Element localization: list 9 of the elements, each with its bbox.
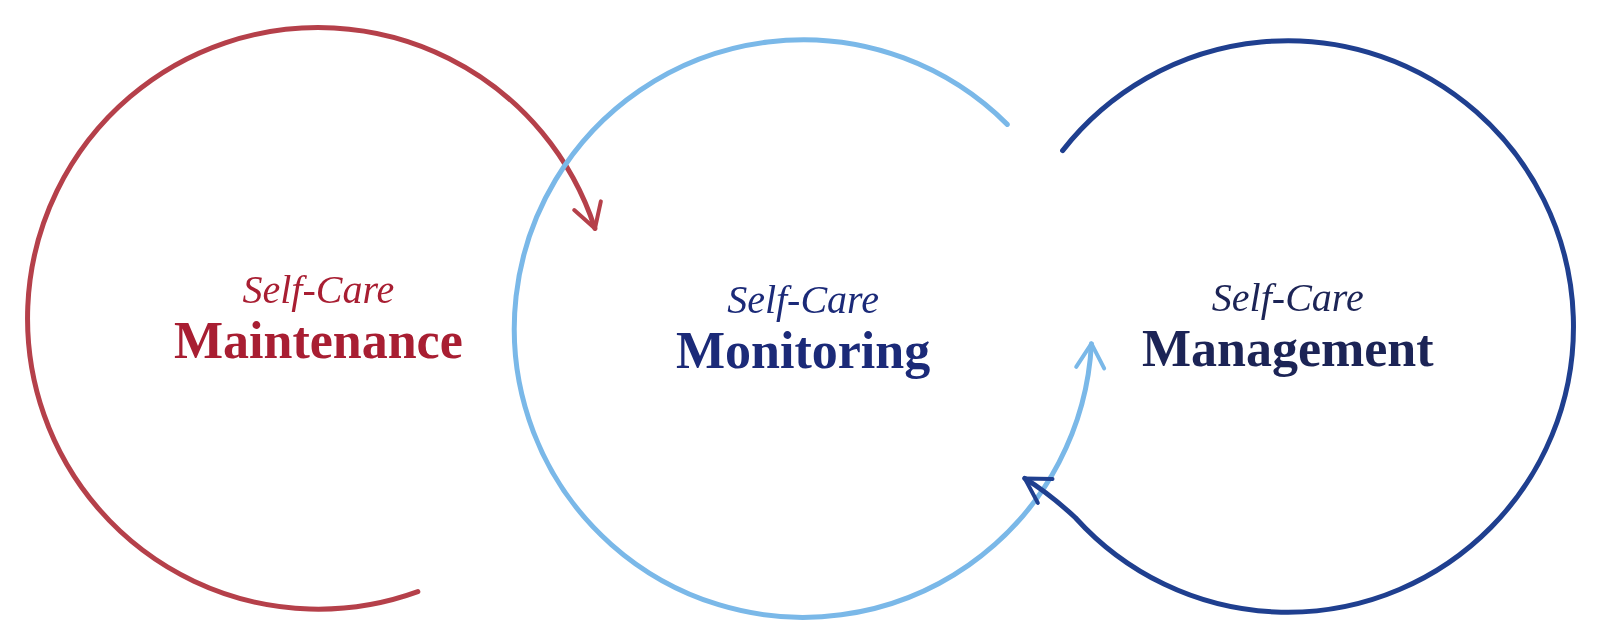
- subtitle-text: Self-Care: [1211, 275, 1364, 320]
- subtitle-text: Self-Care: [242, 267, 395, 312]
- subtitle-text: Self-Care: [727, 277, 879, 322]
- title-text: Management: [1141, 319, 1434, 378]
- curved-arrow: [1022, 38, 1576, 615]
- title-text: Maintenance: [173, 311, 463, 369]
- curved-arrow: [25, 25, 602, 612]
- curved-arrow: [511, 37, 1105, 620]
- title-text: Monitoring: [675, 321, 931, 380]
